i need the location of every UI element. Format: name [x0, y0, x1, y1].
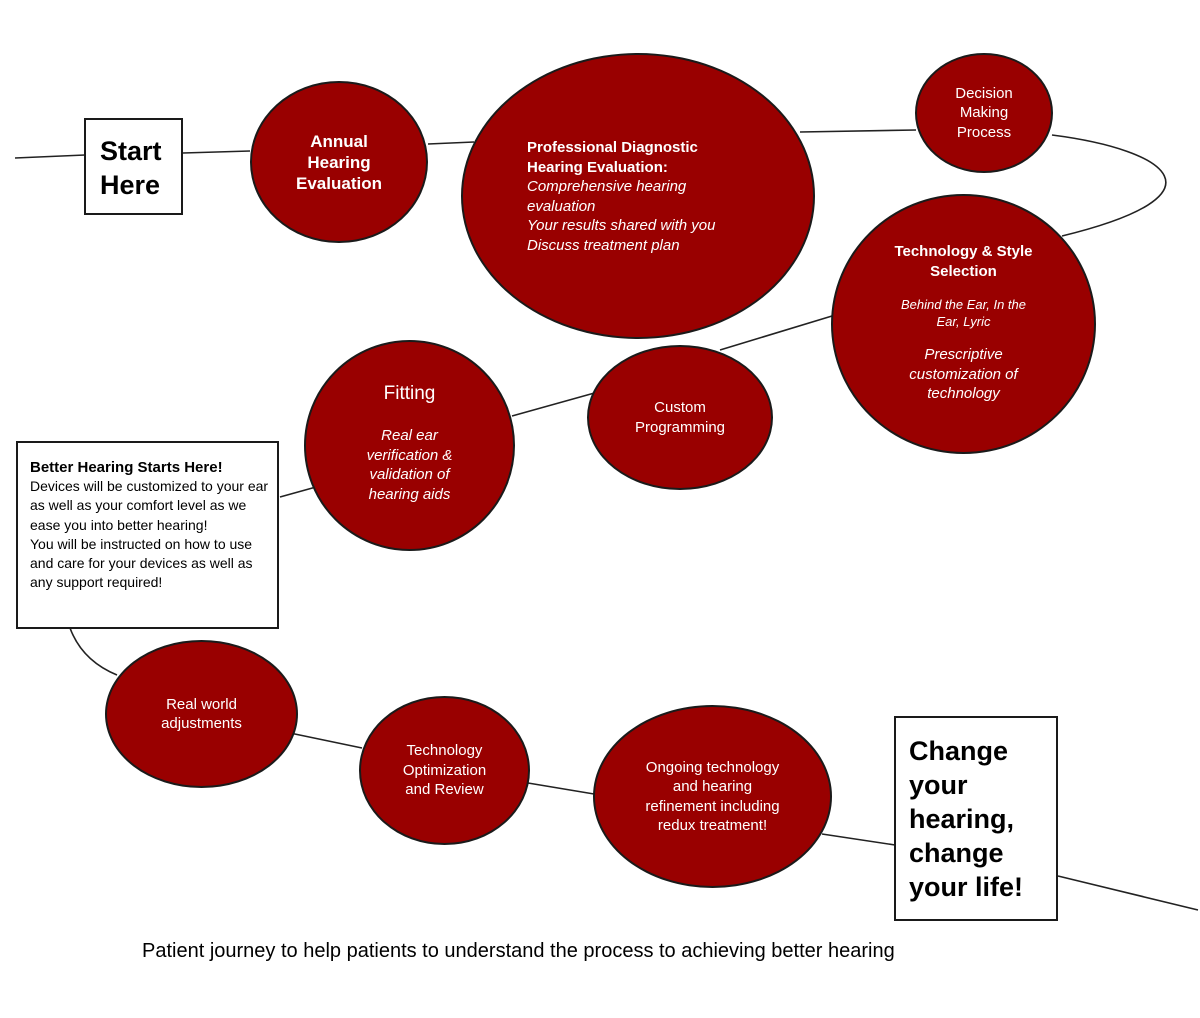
- node-title: Technology Optimization and Review: [402, 742, 487, 799]
- node-title: Professional Diagnostic Hearing Evaluati…: [527, 139, 698, 176]
- node-diagnostic-evaluation: Professional Diagnostic Hearing Evaluati…: [461, 53, 815, 339]
- node-ongoing-refinement: Ongoing technology and hearing refinemen…: [593, 705, 832, 888]
- node-annual-hearing-evaluation: Annual Hearing Evaluation: [250, 81, 428, 243]
- figure-caption: Patient journey to help patients to unde…: [142, 940, 895, 962]
- info-line-1: Devices will be customized to your ear a…: [30, 478, 269, 533]
- node-real-world-adjustments: Real world adjustments: [105, 640, 298, 788]
- path-line: [14, 129, 1167, 498]
- end-message: Change your hearing, change your life!: [909, 736, 1024, 902]
- node-technology-optimization: Technology Optimization and Review: [359, 696, 530, 845]
- node-title: Annual Hearing Evaluation: [296, 131, 382, 193]
- node-decision-making: Decision Making Process: [915, 53, 1053, 173]
- info-heading: Better Hearing Starts Here!: [30, 459, 223, 476]
- node-title: Ongoing technology and hearing refinemen…: [645, 758, 780, 835]
- node-technology-selection: Technology & Style Selection Behind the …: [831, 194, 1096, 454]
- diagnostic-item-1: Comprehensive hearing evaluation: [527, 178, 687, 215]
- node-title: Decision Making Process: [955, 84, 1013, 141]
- diagnostic-item-2: Your results shared with you: [527, 217, 716, 234]
- start-label-line1: Start: [100, 136, 162, 166]
- start-label-line2: Here: [100, 170, 161, 200]
- node-title: Fitting: [383, 383, 436, 404]
- technology-customization: Prescriptive customization of technology: [909, 346, 1018, 402]
- node-custom-programming: Custom Programming: [587, 345, 773, 490]
- diagnostic-item-3: Discuss treatment plan: [527, 236, 680, 254]
- node-title: Technology & Style Selection: [894, 243, 1033, 280]
- node-title: Custom Programming: [634, 399, 726, 436]
- node-title: Real world adjustments: [161, 695, 242, 733]
- info-line-2: You will be instructed on how to use and…: [30, 535, 253, 591]
- start-box: Start Here: [84, 118, 183, 215]
- fitting-detail: Real ear verification & validation of he…: [366, 427, 453, 503]
- end-box: Change your hearing, change your life!: [894, 716, 1058, 921]
- path-line-lower: [69, 627, 1199, 911]
- technology-styles: Behind the Ear, In the Ear, Lyric: [900, 297, 1027, 329]
- node-fitting: Fitting Real ear verification & validati…: [304, 340, 515, 551]
- info-box: Better Hearing Starts Here! Devices will…: [16, 441, 279, 629]
